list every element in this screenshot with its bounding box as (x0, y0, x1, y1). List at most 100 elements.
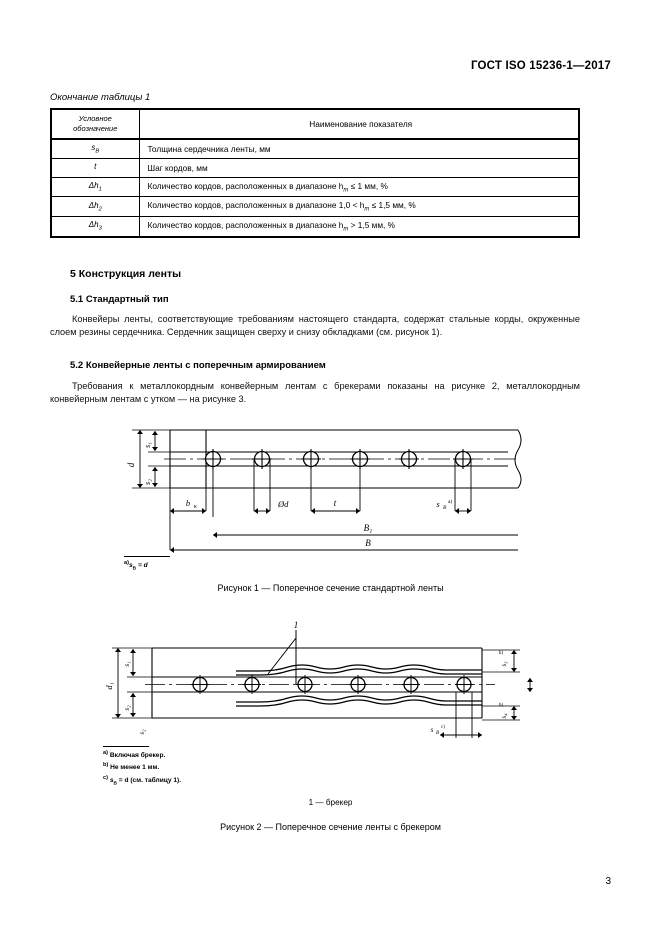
figure-2-callout-1: 1 (294, 620, 299, 630)
row-description: Количество кордов, расположенных в диапа… (138, 176, 580, 198)
figure-1-label-sb-note: a) (448, 498, 452, 505)
figure-1-label-B1: B₁ (364, 523, 373, 533)
symbol-base: Δh (88, 220, 99, 230)
symbol-subscript: B (95, 148, 100, 155)
page-number: 3 (605, 876, 611, 887)
section-5-1-paragraph: Конвейеры ленты, соответствующие требова… (50, 313, 580, 339)
desc-tail: ≤ 1,5 мм, % (369, 200, 416, 211)
table-row: Δh2 Количество кордов, расположенных в д… (50, 196, 580, 217)
symbol-subscript: 2 (98, 206, 102, 213)
figure-1-label-cord-diameter: Ød (277, 499, 289, 509)
symbol-subscript: 1 (98, 186, 102, 193)
breaker-layer (236, 664, 482, 707)
desc-subscript: m (343, 226, 349, 233)
figure-1-label-s1: s₁ (143, 442, 152, 448)
column-header-description: Наименование показателя (138, 108, 580, 140)
symbol-base: s (91, 143, 96, 152)
row-description: Количество кордов, расположенных в диапа… (138, 196, 580, 217)
figure-2-vertical-dims (112, 647, 200, 719)
figure-1-vertical-dims (132, 429, 213, 489)
table-row: Δh3 Количество кордов, расположенных в д… (50, 215, 580, 238)
figure-1-caption: Рисунок 1 — Поперечное сечение стандартн… (217, 583, 444, 593)
figure-2-label-s1: s₁ (122, 661, 131, 667)
table-caption: Окончание таблицы 1 (50, 92, 151, 103)
figure-2-drawing: 1 d₁ s₁ s₂ s₂ (100, 620, 550, 755)
table-body: sB Толщина сердечника ленты, мм t Шаг ко… (50, 138, 580, 238)
footnote-b: b) Не менее 1 мм. (103, 761, 181, 773)
table-header-row: Условное обозначение Наименование показа… (50, 108, 580, 140)
footnote-text: Включая брекер. (109, 752, 166, 760)
symbol-base: t (94, 161, 97, 171)
desc-subscript: m (364, 206, 370, 213)
table-row: t Шаг кордов, мм (50, 157, 580, 178)
section-5-1-title: 5.1 Стандартный тип (70, 294, 169, 305)
figure-1-label-B: B (365, 538, 371, 548)
section-5-title: 5 Конструкция ленты (70, 268, 182, 280)
row-symbol: Δh1 (50, 176, 140, 198)
column-header-symbol-line2: обозначение (73, 124, 118, 133)
footnote-symbol: s (109, 777, 114, 784)
desc-text: Количество кордов, расположенных в диапа… (147, 219, 344, 230)
footnote-divider (124, 556, 170, 557)
footnote-marker: c) (103, 774, 108, 781)
figure-1-label-s2: s₂ (143, 479, 152, 485)
row-description: Толщина сердечника ленты, мм (138, 138, 580, 159)
figure-2-label-s3: s₃ (500, 661, 508, 667)
symbol-subscript: 3 (98, 226, 102, 233)
footnote-text: Не менее 1 мм. (110, 764, 160, 772)
symbol-base: Δh (88, 181, 99, 191)
figure-1-label-thickness: d (126, 462, 136, 467)
footnote-a: a) Включая брекер. (103, 749, 181, 761)
desc-tail: > 1,5 мм, % (348, 219, 396, 230)
figure-1-label-bk: b (186, 498, 190, 508)
figure-1-label-bk-sub: к (194, 504, 197, 510)
specification-table: Условное обозначение Наименование показа… (50, 108, 580, 238)
figure-2-label-d1: d₁ (104, 682, 114, 689)
footnote-symbol-sub: B (132, 566, 137, 572)
figure-1-label-pitch: t (334, 498, 337, 508)
table-header: Условное обозначение Наименование показа… (50, 108, 580, 140)
column-header-symbol: Условное обозначение (50, 108, 140, 140)
footnote-marker: b) (103, 762, 109, 769)
footnote-c: c) sB = d (см. таблицу 1). (103, 774, 181, 788)
figure-1-label-sb-sub: B (443, 505, 447, 511)
table-row: sB Толщина сердечника ленты, мм (50, 138, 580, 159)
figure-2-label-sB-sub: B (436, 731, 439, 736)
desc-text: Количество кордов, расположенных в диапа… (147, 200, 365, 211)
figure-1-footnotes: a)sB = d (124, 556, 170, 573)
row-description: Количество кордов, расположенных в диапа… (138, 215, 580, 238)
row-symbol: Δh2 (50, 196, 140, 217)
paragraph-text: Требования к металлокордным конвейерным … (50, 381, 580, 405)
desc-tail: ≤ 1 мм, % (348, 180, 388, 191)
figure-1-svg: d s₁ s₂ b (126, 429, 522, 553)
section-5-2-title: 5.2 Конвейерные ленты с поперечным армир… (70, 360, 326, 371)
row-symbol: Δh3 (50, 215, 140, 238)
footnote-marker: a) (103, 750, 108, 756)
figure-1-horizontal-dims (170, 508, 471, 514)
figure-2-label-sB-left: s₂ (138, 729, 146, 735)
section-5-2-paragraph: Требования к металлокордным конвейерным … (50, 380, 580, 406)
paragraph-text: Конвейеры ленты, соответствующие требова… (50, 314, 580, 338)
figure-2-caption: Рисунок 2 — Поперечное сечение ленты с б… (220, 822, 441, 832)
table-row: Δh1 Количество кордов, расположенных в д… (50, 176, 580, 198)
row-symbol: sB (50, 138, 140, 159)
figure-2-svg: 1 d₁ s₁ s₂ s₂ (104, 620, 533, 738)
figure-2-right-dims (482, 649, 533, 721)
figure-2-label-sB: s (431, 726, 434, 734)
row-description: Шаг кордов, мм (138, 157, 580, 178)
figure-2-legend: 1 — брекер (308, 798, 353, 807)
figure-2-label-s4: s₄ (500, 713, 508, 719)
footnote-symbol-sub: B (113, 781, 117, 787)
figure-2-label-s3-note: b) (499, 651, 504, 656)
footnote-marker: a) (124, 560, 129, 566)
column-header-symbol-line1: Условное (78, 113, 112, 123)
footnote-tail: = d (136, 562, 148, 570)
footnote-tail: = d (см. таблицу 1). (116, 777, 182, 784)
figure-2-footnotes: a) Включая брекер. b) Не менее 1 мм. c) … (103, 746, 181, 788)
figure-2-label-s4-note: b) (499, 703, 504, 708)
row-symbol: t (50, 157, 140, 178)
figure-2-label-sB-note: c) (441, 725, 445, 730)
figure-2-label-s2: s₂ (122, 705, 131, 711)
desc-subscript: m (343, 187, 349, 194)
